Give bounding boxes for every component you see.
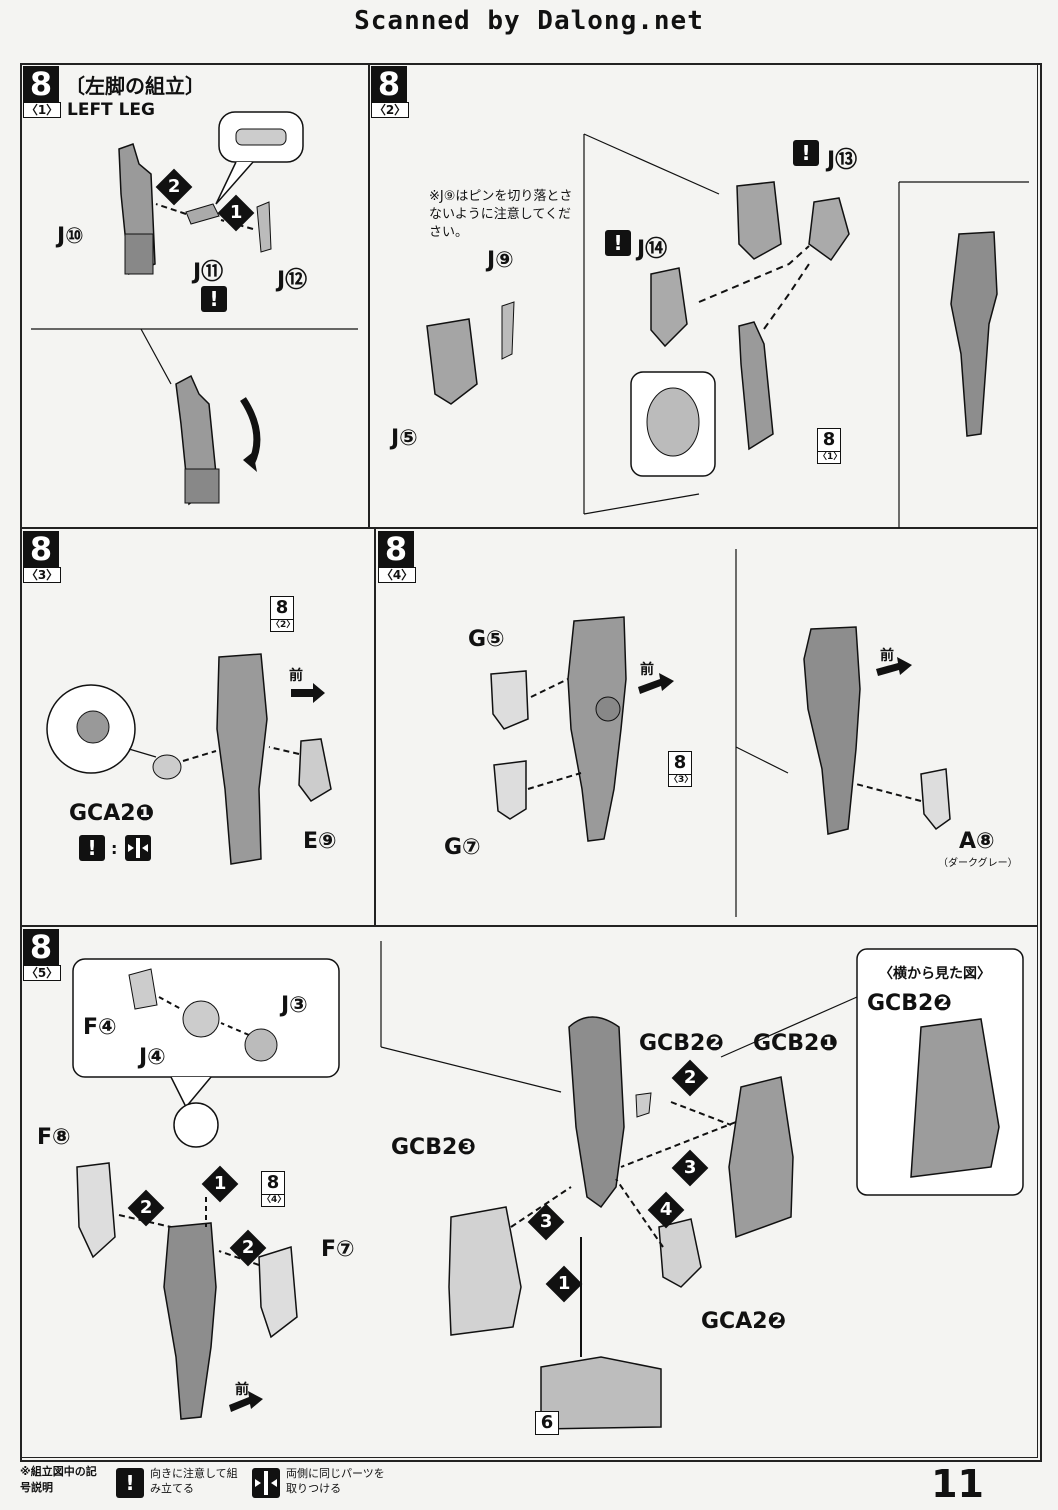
part-f4: F④ [83, 1015, 117, 1040]
part-g7: G⑦ [444, 835, 481, 860]
page-number: 11 [931, 1462, 984, 1506]
step-sub: 〈5〉 [23, 965, 61, 981]
step-sub: 〈1〉 [23, 102, 61, 118]
side-view-caption: 〈横から見た図〉 [879, 966, 991, 982]
front-label: 前 [235, 1382, 249, 1398]
warning-icon: ! [793, 140, 819, 166]
part-f7: F⑦ [321, 1237, 355, 1262]
part-f8: F⑧ [37, 1125, 71, 1150]
front-label-right: 前 [880, 648, 894, 664]
part-a8: A⑧ [959, 829, 995, 854]
panel-step-8-5: 8 〈5〉 [20, 926, 1038, 1458]
ref-step-8-3: 8〈3〉 [668, 751, 694, 787]
step-number: 8 [371, 66, 407, 102]
part-gcb2-3: GCB2❸ [391, 1135, 476, 1160]
legend-title: ※組立図中の記号説明 [20, 1465, 97, 1494]
hip-joint-drawing [426, 133, 1029, 529]
part-gca2-2: GCA2❷ [701, 1309, 787, 1334]
legend-warn-text: 向きに注意して組み立てる [150, 1467, 238, 1495]
part-j12: J⑫ [277, 268, 308, 293]
caution-note: ※J⑨はピンを切り落とさないように注意してください。 [429, 189, 573, 240]
lower-leg-armor-drawing [72, 941, 1024, 1430]
ref-step-8-4: 8〈4〉 [261, 1171, 287, 1207]
panel-step-8-1: 8 〈1〉 〔左脚の組立〕 LEFT LEG J⑩ J⑪ J⑫ ! 1 2 [20, 63, 370, 528]
part-j9: J⑨ [487, 248, 514, 273]
part-j14: J⑭ [637, 237, 668, 262]
part-j10: J⑩ [57, 224, 84, 249]
warning-icon: ! [201, 286, 227, 312]
legend-pair-text: 両側に同じパーツを取りつける [286, 1467, 385, 1495]
part-j5: J⑤ [391, 426, 418, 451]
part-e9: E⑨ [303, 829, 337, 854]
scan-credit: Scanned by Dalong.net [354, 6, 704, 36]
part-gcb2-1: GCB2❶ [753, 1031, 838, 1056]
thigh-joint-drawing [46, 653, 332, 865]
ref-step-8-2: 8〈2〉 [270, 596, 296, 632]
front-label: 前 [640, 662, 654, 678]
part-gcb2-2-side: GCB2❷ [867, 991, 952, 1016]
step-sub: 〈4〉 [378, 567, 416, 583]
warning-icon: ! [116, 1468, 144, 1498]
step-sub: 〈3〉 [23, 567, 61, 583]
page-frame [20, 63, 1042, 1462]
ref-step-8-1: 8〈1〉 [817, 428, 843, 464]
part-j3: J③ [281, 993, 308, 1018]
color-note: （ダークグレー） [938, 858, 1018, 869]
part-j11: J⑪ [193, 260, 224, 285]
step-number: 8 [378, 531, 414, 567]
panel-step-8-4: 8 〈4〉 前 前 G⑤ G⑦ 8〈3〉 A⑧ （ダークグレー） [375, 528, 1038, 926]
step-title-en: LEFT LEG [67, 100, 155, 120]
symbol-separator: : [111, 839, 118, 858]
panel-step-8-3: 8 〈3〉 8〈2〉 前 GCA2❶ E⑨ ! : [20, 528, 375, 926]
part-g5: G⑤ [468, 627, 505, 652]
part-j4: J④ [139, 1045, 166, 1070]
step-title-ja: 〔左脚の組立〕 [65, 74, 205, 98]
step-sub: 〈2〉 [371, 102, 409, 118]
warning-icon: ! [79, 835, 105, 861]
step-number: 8 [23, 66, 59, 102]
part-gcb2-2: GCB2❷ [639, 1031, 724, 1056]
panel-step-8-2: 8 〈2〉 ※J⑨はピンを切り落とさないように注意してください。 J⑨ J⑤ !… [368, 63, 1038, 529]
front-label: 前 [289, 668, 303, 684]
pair-icon [252, 1468, 280, 1498]
ref-step-6: 6 [535, 1411, 559, 1435]
warning-icon: ! [605, 230, 631, 256]
part-j13: J⑬ [827, 148, 858, 173]
left-leg-parts-drawing [31, 111, 358, 506]
knee-armor-drawing [490, 549, 951, 917]
step-number: 8 [23, 531, 59, 567]
part-gca2-1: GCA2❶ [69, 801, 155, 826]
pair-icon [125, 835, 151, 861]
step-number: 8 [23, 929, 59, 965]
